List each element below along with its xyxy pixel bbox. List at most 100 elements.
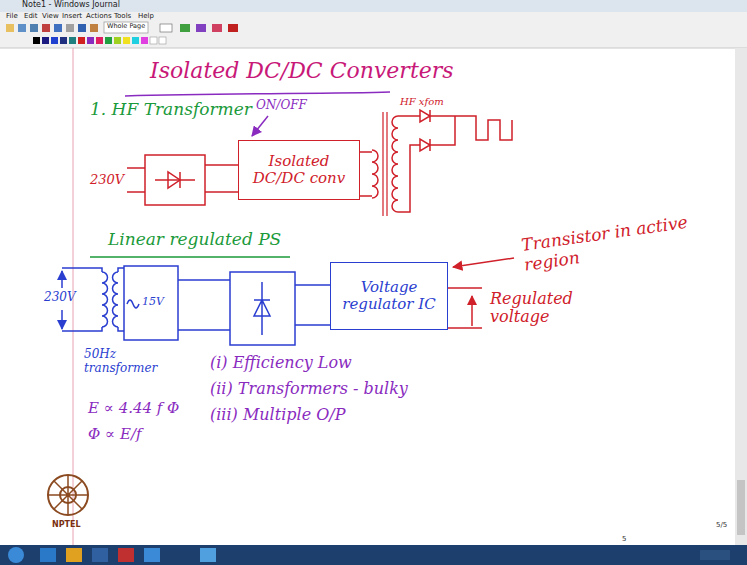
window-chrome <box>66 548 82 562</box>
leader-arrows <box>252 116 514 328</box>
window-chrome <box>0 48 747 49</box>
toolbar-icons <box>212 24 222 32</box>
transformer-note: HF xfom <box>400 96 444 108</box>
window-chrome <box>144 548 160 562</box>
linear-supply-sketch <box>178 280 230 330</box>
toolbar-icons <box>42 24 50 32</box>
menu-item: Actions <box>86 12 112 20</box>
linear-supply-sketch <box>118 268 124 331</box>
page-number: 5/5 <box>716 521 727 529</box>
hf-converter-sketch <box>470 116 512 140</box>
nptel-logo <box>48 475 88 515</box>
list-item: (ii) Transformers - bulky <box>210 380 408 398</box>
hf-converter-sketch <box>383 112 387 216</box>
toolbar-icons <box>78 24 86 32</box>
hf-converter-sketch <box>360 152 372 196</box>
hf-converter-sketch <box>392 116 398 212</box>
window-chrome <box>118 548 134 562</box>
logo-text: NPTEL <box>52 520 81 529</box>
voltage-label: 15V <box>142 296 164 309</box>
linear-supply-sketch <box>295 285 330 325</box>
nptel-logo <box>48 475 88 515</box>
voltage-label: 230V <box>90 173 124 188</box>
window-chrome <box>700 550 730 560</box>
menu-item: File <box>6 12 18 20</box>
process-box: Isolated DC/DC conv <box>238 140 360 200</box>
voltage-label: 230V <box>44 291 76 305</box>
color-swatches <box>141 37 148 44</box>
color-swatches <box>33 37 40 44</box>
linear-supply-sketch <box>113 272 119 327</box>
process-box: Voltage regulator IC <box>330 262 448 330</box>
color-swatches <box>123 37 130 44</box>
box-label: Isolated DC/DC conv <box>244 153 354 188</box>
toolbar-icons <box>54 24 62 32</box>
linear-supply-sketch <box>124 266 178 340</box>
hf-converter-sketch <box>398 110 470 122</box>
callout-note: Transistor in active region <box>520 208 723 275</box>
transformer-note: 50Hz transformer <box>84 348 170 376</box>
color-swatches <box>51 37 58 44</box>
leader-arrows <box>448 288 482 328</box>
hf-converter-sketch <box>372 150 378 198</box>
toolbar-icons <box>6 24 14 32</box>
leader-arrows <box>252 116 268 136</box>
list-item: (i) Efficiency Low <box>210 354 352 372</box>
leader-arrows <box>471 296 473 326</box>
window-chrome <box>40 548 56 562</box>
toolbar-icons <box>160 24 172 32</box>
menu-item: Tools <box>114 12 131 20</box>
window-chrome <box>8 547 24 563</box>
color-swatches <box>69 37 76 44</box>
title-underline <box>125 92 390 96</box>
title-underline <box>90 92 390 257</box>
color-swatches <box>60 37 67 44</box>
page-number: 5 <box>622 535 626 543</box>
linear-supply-sketch <box>62 266 330 345</box>
toolbar-icons <box>228 24 238 32</box>
color-swatches <box>33 37 166 44</box>
list-item: (iii) Multiple O/P <box>210 406 345 424</box>
formula: E ∝ 4.44 f Φ <box>88 400 179 417</box>
hf-converter-sketch <box>127 110 512 216</box>
hf-converter-sketch <box>205 165 238 192</box>
formula: Φ ∝ E/f <box>88 426 142 443</box>
color-swatches <box>150 37 157 44</box>
hf-converter-sketch <box>398 116 455 212</box>
window-chrome <box>737 480 745 535</box>
linear-supply-sketch <box>127 300 139 308</box>
control-note: ON/OFF <box>256 99 307 113</box>
toolbar-icons <box>196 24 206 32</box>
toolbar-icons <box>90 24 98 32</box>
hf-converter-sketch <box>127 168 145 192</box>
toolbar-icons <box>30 24 38 32</box>
menu-item: Help <box>138 12 154 20</box>
hf-converter-sketch <box>155 172 195 188</box>
color-swatches <box>159 37 166 44</box>
linear-supply-sketch <box>254 282 270 335</box>
window-chrome <box>0 12 747 48</box>
linear-supply-sketch <box>61 310 63 329</box>
window-title: Note1 - Windows Journal <box>22 0 120 9</box>
window-chrome <box>0 545 747 565</box>
callout-note: Regulated voltage <box>490 290 590 327</box>
toolbar-icons <box>6 24 238 32</box>
linear-supply-sketch <box>102 272 108 327</box>
zoom-box: Whole Page <box>107 23 145 30</box>
linear-supply-sketch <box>230 272 295 345</box>
nptel-logo <box>48 475 88 515</box>
color-swatches <box>42 37 49 44</box>
toolbar-icons <box>18 24 26 32</box>
box-label: Voltage regulator IC <box>336 279 442 314</box>
menu-item: View <box>42 12 59 20</box>
menu-item: Edit <box>24 12 38 20</box>
hf-converter-sketch <box>145 155 205 205</box>
hf-converter-sketch <box>168 172 180 188</box>
window-chrome <box>104 22 148 33</box>
toolbar-icons <box>180 24 190 32</box>
leader-arrows <box>453 258 514 267</box>
color-swatches <box>78 37 85 44</box>
color-swatches <box>87 37 94 44</box>
